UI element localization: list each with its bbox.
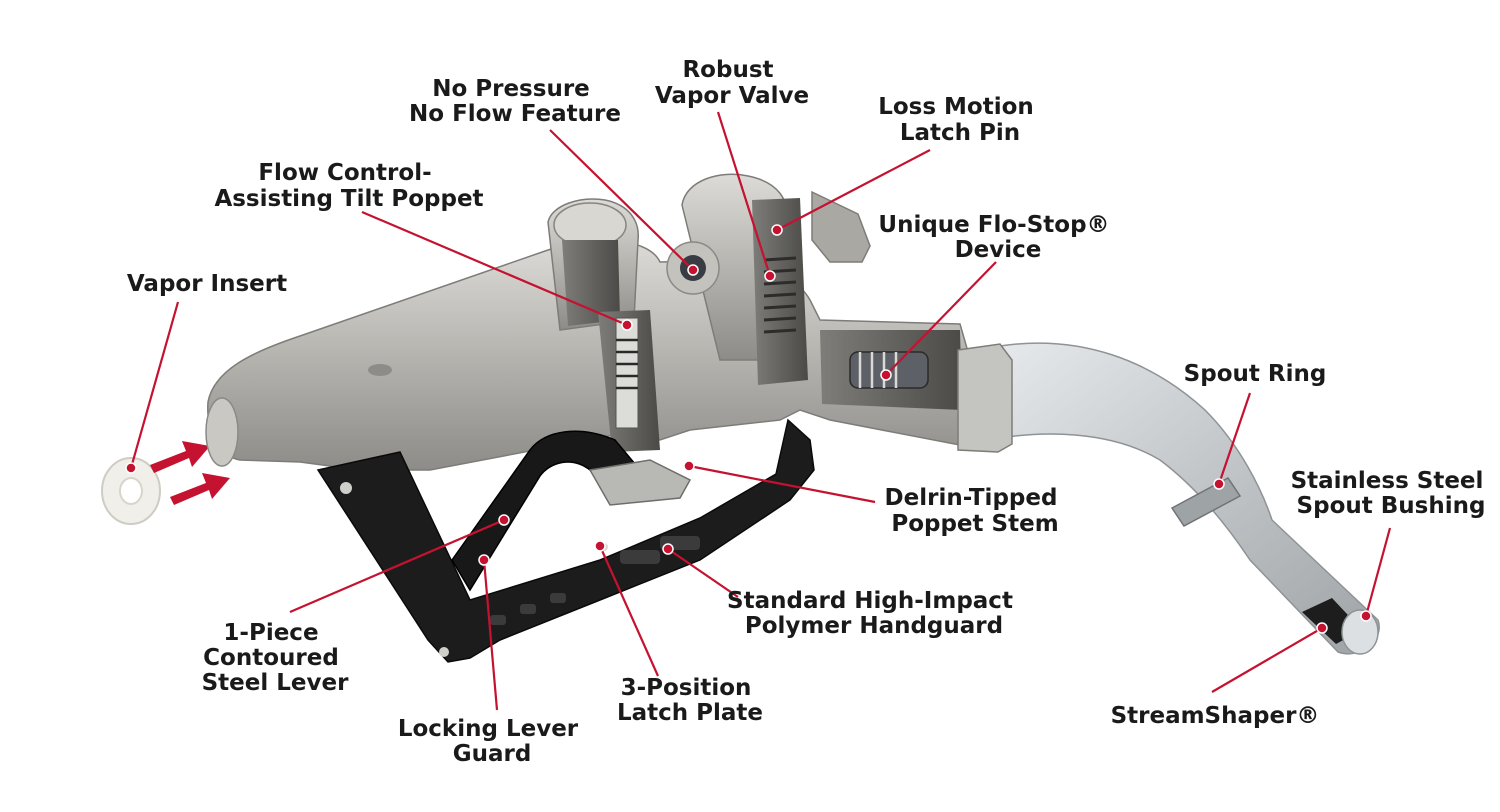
dot-stainless bbox=[1360, 610, 1372, 622]
leader-locking-guard bbox=[482, 559, 499, 711]
label-streamshaper: StreamShaper® bbox=[1111, 703, 1320, 729]
leader-loss-motion bbox=[776, 149, 931, 231]
leader-stainless bbox=[1364, 527, 1392, 617]
tilt-poppet-cutaway bbox=[598, 310, 660, 452]
dot-loss-motion bbox=[771, 224, 783, 236]
label-stainless: Stainless Steel Spout Bushing bbox=[1291, 468, 1492, 519]
label-flow-control: Flow Control- Assisting Tilt Poppet bbox=[214, 160, 483, 212]
dot-no-pressure bbox=[687, 264, 699, 276]
leader-spout-ring bbox=[1217, 392, 1252, 485]
label-loss-motion: Loss Motion Latch Pin bbox=[878, 94, 1042, 146]
dot-latch-plate bbox=[594, 540, 606, 552]
leader-delrin bbox=[688, 464, 876, 504]
leader-steel-lever bbox=[289, 518, 505, 614]
leader-robust-vapor bbox=[716, 111, 772, 277]
insertion-arrows-icon bbox=[150, 441, 230, 505]
callout-dots bbox=[125, 224, 1372, 634]
dot-steel-lever bbox=[498, 514, 510, 526]
leader-flow-control bbox=[361, 210, 628, 327]
callout-labels: Vapor Insert Flow Control- Assisting Til… bbox=[127, 57, 1492, 767]
leader-vapor-insert bbox=[129, 301, 180, 469]
spout bbox=[957, 342, 1380, 655]
dot-flo-stop bbox=[880, 369, 892, 381]
leader-flo-stop bbox=[885, 261, 997, 376]
leader-latch-plate bbox=[598, 545, 660, 677]
leader-streamshaper bbox=[1211, 627, 1323, 693]
label-robust-vapor: Robust Vapor Valve bbox=[655, 57, 809, 109]
vapor-insert-ring bbox=[101, 457, 161, 525]
dot-spout-ring bbox=[1213, 478, 1225, 490]
dot-robust-vapor bbox=[764, 270, 776, 282]
label-latch-plate: 3-Position Latch Plate bbox=[617, 675, 763, 726]
label-delrin: Delrin-Tipped Poppet Stem bbox=[885, 485, 1066, 537]
dot-delrin bbox=[683, 460, 695, 472]
leader-lines bbox=[129, 111, 1392, 711]
nozzle-illustration bbox=[101, 173, 1380, 663]
label-handguard: Standard High-Impact Polymer Handguard bbox=[727, 588, 1021, 639]
leader-handguard bbox=[667, 548, 739, 598]
label-flo-stop: Unique Flo-Stop® Device bbox=[878, 212, 1117, 263]
label-spout-ring: Spout Ring bbox=[1184, 361, 1327, 387]
dot-vapor-insert bbox=[125, 462, 137, 474]
steel-lever bbox=[451, 430, 692, 592]
dot-handguard bbox=[662, 543, 674, 555]
label-steel-lever: 1-Piece Contoured Steel Lever bbox=[202, 620, 349, 696]
dot-streamshaper bbox=[1316, 622, 1328, 634]
dot-locking-guard bbox=[478, 554, 490, 566]
label-no-pressure: No Pressure No Flow Feature bbox=[409, 76, 621, 127]
leader-no-pressure bbox=[549, 129, 694, 271]
label-vapor-insert: Vapor Insert bbox=[127, 271, 287, 297]
label-locking-guard: Locking Lever Guard bbox=[398, 716, 586, 767]
dot-flow-control bbox=[621, 319, 633, 331]
